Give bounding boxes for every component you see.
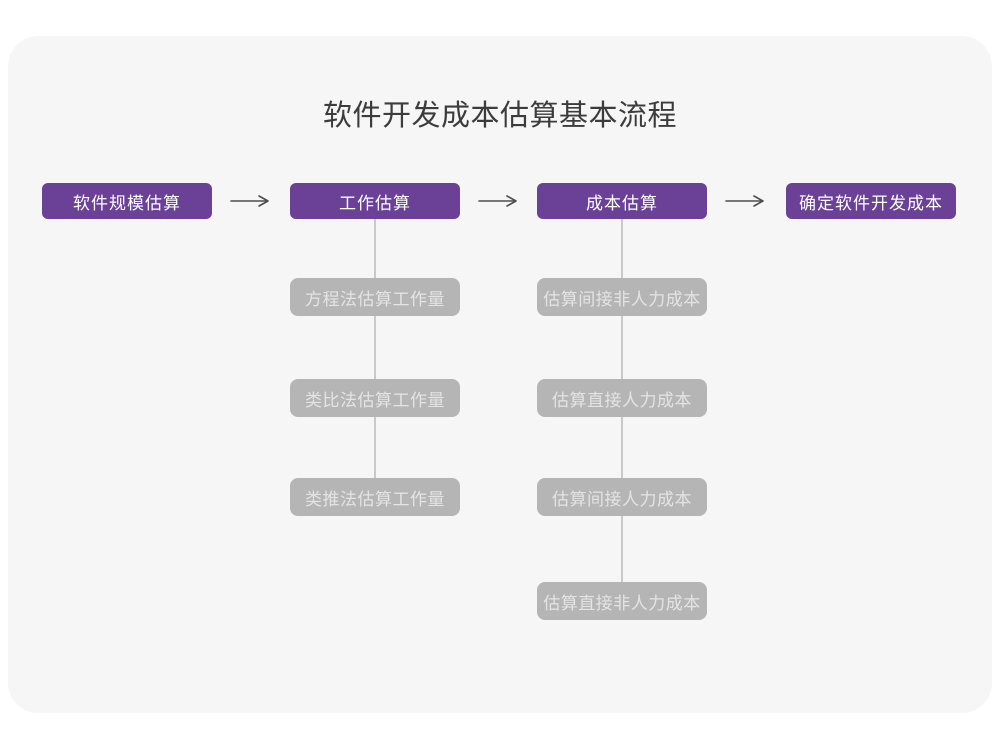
sub-node-extrapolation-method: 类推法估算工作量 — [290, 478, 460, 516]
flow-node-software-scale-estimation: 软件规模估算 — [42, 183, 212, 219]
diagram-card-background — [8, 36, 992, 713]
diagram-title: 软件开发成本估算基本流程 — [322, 100, 677, 132]
sub-node-analogy-method: 类比法估算工作量 — [290, 379, 460, 417]
connector-line-work-column — [374, 219, 376, 482]
sub-node-direct-non-labor-cost: 估算直接非人力成本 — [537, 582, 707, 620]
sub-node-equation-method: 方程法估算工作量 — [290, 278, 460, 316]
arrow-right-icon — [725, 194, 767, 208]
flow-node-work-estimation: 工作估算 — [290, 183, 460, 219]
sub-node-indirect-labor-cost: 估算间接人力成本 — [537, 478, 707, 516]
arrow-right-icon — [230, 194, 272, 208]
flow-node-determine-development-cost: 确定软件开发成本 — [786, 183, 956, 219]
flow-node-cost-estimation: 成本估算 — [537, 183, 707, 219]
sub-node-direct-labor-cost: 估算直接人力成本 — [537, 379, 707, 417]
arrow-right-icon — [478, 194, 520, 208]
sub-node-indirect-non-labor-cost: 估算间接非人力成本 — [537, 278, 707, 316]
